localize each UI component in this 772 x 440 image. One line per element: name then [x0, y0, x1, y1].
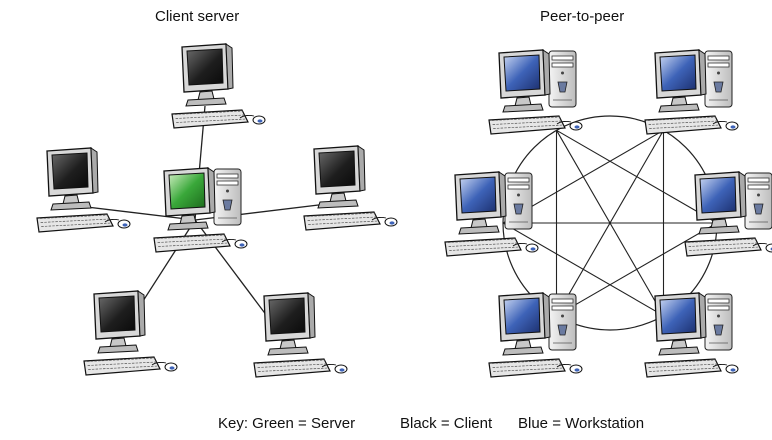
mouse-icon — [712, 363, 739, 374]
mouse-icon — [556, 120, 583, 131]
tower-icon — [704, 293, 733, 351]
mouse-icon — [104, 218, 131, 229]
monitor-icon — [454, 171, 507, 235]
monitor-icon — [163, 167, 216, 231]
monitor-icon — [498, 49, 551, 113]
monitor-icon — [46, 147, 99, 211]
mouse-icon — [752, 242, 772, 253]
tower-icon — [704, 50, 733, 108]
workstation-computer — [488, 49, 583, 135]
client-computer — [83, 290, 178, 376]
workstation-computer — [644, 292, 739, 378]
client-computer — [171, 43, 266, 129]
mesh-link — [556, 222, 718, 317]
keyboard-icon — [644, 115, 722, 135]
keyboard-icon — [444, 237, 522, 257]
mouse-icon — [556, 363, 583, 374]
monitor-icon — [181, 43, 234, 107]
key-client-label: Black = Client — [400, 415, 493, 432]
tower-icon — [744, 172, 772, 230]
server-computer — [153, 167, 248, 253]
mouse-icon — [221, 238, 248, 249]
monitor-icon — [654, 49, 707, 113]
tower-icon — [548, 293, 577, 351]
tower-icon — [504, 172, 533, 230]
workstation-computer — [488, 292, 583, 378]
monitor-icon — [654, 292, 707, 356]
workstation-computer — [684, 171, 772, 257]
keyboard-icon — [644, 358, 722, 378]
peer-to-peer-title: Peer-to-peer — [540, 8, 625, 25]
computer-nodes — [36, 43, 772, 378]
workstation-computer — [644, 49, 739, 135]
keyboard-icon — [684, 237, 762, 257]
monitor-icon — [93, 290, 146, 354]
tower-icon — [548, 50, 577, 108]
client-computer — [253, 292, 348, 378]
mouse-icon — [151, 361, 178, 372]
mesh-link — [502, 222, 664, 317]
keyboard-icon — [36, 213, 114, 233]
mouse-icon — [371, 216, 398, 227]
client-computer — [36, 147, 131, 233]
keyboard-icon — [303, 211, 381, 231]
monitor-icon — [313, 145, 366, 209]
mouse-icon — [712, 120, 739, 131]
client-computer — [303, 145, 398, 231]
keyboard-icon — [488, 358, 566, 378]
keyboard-icon — [83, 356, 161, 376]
mouse-icon — [512, 242, 539, 253]
peer-to-peer-links — [502, 115, 718, 331]
workstation-computer — [444, 171, 539, 257]
mouse-icon — [239, 114, 266, 125]
key-server-label: Key: Green = Server — [218, 415, 356, 432]
monitor-icon — [498, 292, 551, 356]
mouse-icon — [321, 363, 348, 374]
monitor-icon — [263, 292, 316, 356]
client-server-title: Client server — [155, 8, 240, 25]
keyboard-icon — [253, 358, 331, 378]
tower-icon — [213, 168, 242, 226]
keyboard-icon — [171, 109, 249, 129]
key-workstation-label: Blue = Workstation — [518, 415, 645, 432]
keyboard-icon — [488, 115, 566, 135]
keyboard-icon — [153, 233, 231, 253]
monitor-icon — [694, 171, 747, 235]
